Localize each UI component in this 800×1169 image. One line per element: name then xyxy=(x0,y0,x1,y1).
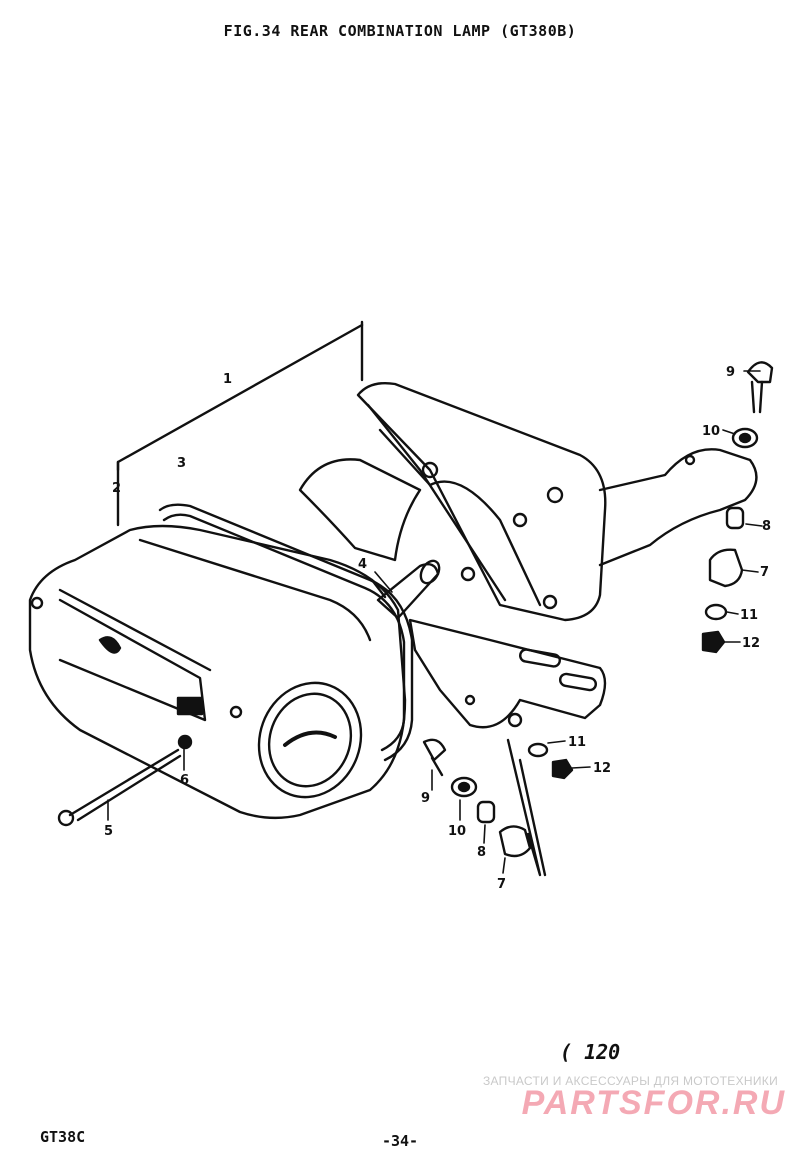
washer-6 xyxy=(177,734,193,750)
callout-11-upper: 11 xyxy=(740,608,758,623)
lower-hardware-stack xyxy=(422,738,574,877)
assembly-bracket xyxy=(116,320,364,527)
model-code: GT38C xyxy=(40,1128,86,1146)
callout-numbers: 1 2 3 4 5 6 9 10 8 7 11 12 11 12 9 10 8 … xyxy=(104,365,771,892)
callout-12-lower: 12 xyxy=(593,761,611,776)
callout-2: 2 xyxy=(112,481,121,496)
callout-7-upper: 7 xyxy=(760,565,769,580)
callout-12-upper: 12 xyxy=(742,636,760,651)
callout-6: 6 xyxy=(180,773,189,788)
reference-number: ( 120 xyxy=(560,1040,621,1064)
callout-3: 3 xyxy=(177,456,186,471)
mounting-bracket-arm xyxy=(598,448,758,567)
bulb-socket xyxy=(370,559,441,620)
callout-11-lower: 11 xyxy=(568,735,586,750)
lamp-lens xyxy=(257,681,363,799)
callout-9-upper: 9 xyxy=(726,365,735,380)
callout-7-lower: 7 xyxy=(497,877,506,892)
upper-hardware-stack xyxy=(701,361,774,654)
lamp-gasket xyxy=(158,503,414,762)
watermark-tagline: ЗАПЧАСТИ И АКСЕССУАРЫ ДЛЯ МОТОТЕХНИКИ xyxy=(482,1074,778,1088)
callout-8-lower: 8 xyxy=(477,845,486,860)
lamp-base-plate xyxy=(298,381,607,622)
watermark-logo: PARTSFOR.RU xyxy=(521,1084,786,1122)
callout-8-upper: 8 xyxy=(762,519,771,534)
callout-9-lower: 9 xyxy=(421,791,430,806)
lamp-screw xyxy=(57,748,182,827)
license-bracket xyxy=(408,618,607,729)
leader-lines xyxy=(107,370,763,874)
callout-5: 5 xyxy=(104,824,113,839)
page-title: FIG.34 REAR COMBINATION LAMP (GT380B) xyxy=(223,22,577,40)
callout-1: 1 xyxy=(223,372,232,387)
page-number: -34- xyxy=(381,1132,419,1150)
callout-10-lower: 10 xyxy=(448,824,466,839)
callout-4: 4 xyxy=(358,557,367,572)
callout-10-upper: 10 xyxy=(702,424,720,439)
